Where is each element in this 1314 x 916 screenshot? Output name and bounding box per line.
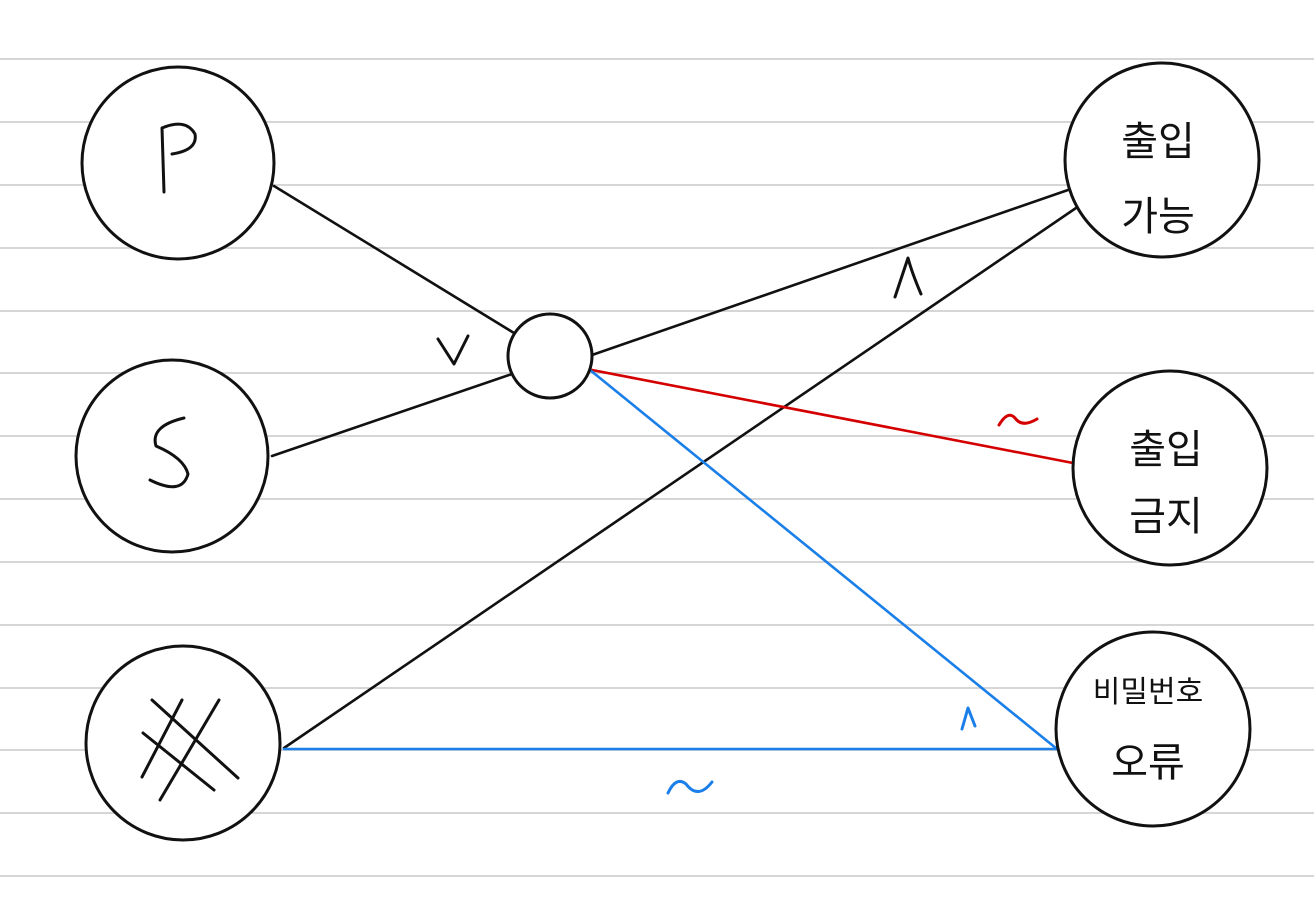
input-label-hash: # (183, 735, 191, 746)
not-operator-mark-blue (666, 780, 714, 795)
input-node-hash: # (84, 644, 282, 842)
s-glyph (148, 416, 190, 489)
hash-glyph (140, 698, 240, 802)
password-error-line1: 비밀번호 (1093, 675, 1203, 710)
input-node-p: P (80, 65, 276, 261)
and-operator-mark-black (893, 256, 923, 299)
edge-hash-to-entry-allowed (282, 206, 1078, 750)
and-operator-mark-blue (960, 706, 977, 731)
entry-denied-line1: 출입 (1129, 427, 1203, 473)
input-node-s: S (74, 358, 270, 554)
not-operator-mark-red (997, 413, 1039, 427)
output-node-entry-denied: 출입 금지 (1071, 369, 1269, 567)
entry-allowed-line2: 가능 (1121, 194, 1195, 240)
edge-or-to-password-error (588, 368, 1059, 751)
password-error-line2: 오류 (1111, 740, 1185, 786)
or-junction-node (506, 312, 594, 400)
edges (270, 184, 1078, 751)
p-glyph (160, 122, 197, 194)
input-label-p: P (178, 155, 184, 166)
entry-allowed-line1: 출입 (1121, 119, 1195, 165)
edge-p-to-or (272, 184, 516, 335)
edge-or-to-entry-denied (590, 368, 1075, 465)
output-node-password-error: 비밀번호 오류 (1054, 630, 1252, 828)
or-operator-mark (436, 334, 470, 366)
input-label-s: S (172, 448, 178, 459)
edge-or-to-entry-allowed (590, 188, 1070, 357)
edge-s-to-or (270, 372, 514, 458)
output-node-entry-allowed: 출입 가능 (1063, 61, 1261, 259)
operator-marks (436, 256, 1039, 795)
entry-denied-line2: 금지 (1129, 494, 1203, 540)
